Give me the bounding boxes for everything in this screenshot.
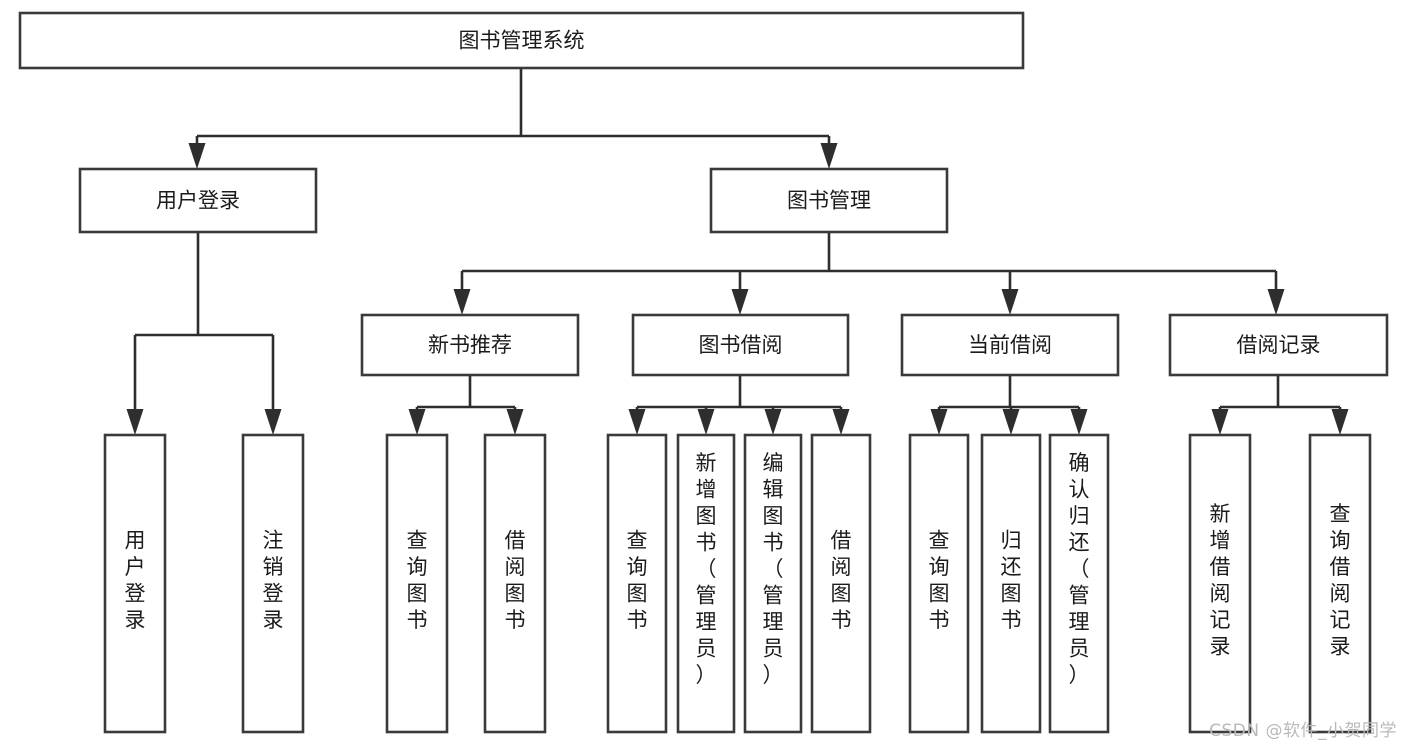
- node-label-leaf_8: 查询图书: [929, 528, 950, 632]
- node-box-l1_1[interactable]: [709, 167, 949, 234]
- node-l1_1[interactable]: 图书管理: [709, 167, 949, 234]
- node-box-leaf_11[interactable]: [1188, 433, 1252, 734]
- arrow-head-icon: [1002, 409, 1020, 435]
- node-box-leaf_5[interactable]: [676, 433, 736, 734]
- node-layer: 图书管理系统用户登录图书管理新书推荐图书借阅当前借阅借阅记录用户登录注销登录查询…: [18, 11, 1389, 734]
- arrow-head-icon: [820, 143, 838, 169]
- arrow-head-icon: [930, 409, 948, 435]
- arrow-head-icon: [1001, 289, 1019, 315]
- node-box-leaf_0[interactable]: [103, 433, 167, 734]
- node-label-leaf_2: 查询图书: [407, 528, 428, 632]
- node-label-l2_3: 借阅记录: [1237, 333, 1321, 357]
- node-leaf_0[interactable]: 用户登录: [103, 433, 167, 734]
- node-box-leaf_7[interactable]: [810, 433, 872, 734]
- connector-userlogin-to-leaves: [126, 232, 282, 435]
- connector-borrow-to-leaves: [628, 375, 850, 435]
- node-leaf_2[interactable]: 查询图书: [385, 433, 449, 734]
- connector-record-to-leaves: [1211, 375, 1349, 435]
- node-leaf_3[interactable]: 借阅图书: [483, 433, 547, 734]
- node-box-leaf_10[interactable]: [1048, 433, 1110, 734]
- arrow-head-icon: [1267, 289, 1285, 315]
- node-leaf_7[interactable]: 借阅图书: [810, 433, 872, 734]
- node-leaf_1[interactable]: 注销登录: [241, 433, 305, 734]
- arrow-head-icon: [764, 409, 782, 435]
- node-l2_3[interactable]: 借阅记录: [1168, 313, 1389, 377]
- connector-bookmgmt-to-level2: [453, 232, 1285, 315]
- node-label-l2_0: 新书推荐: [428, 333, 512, 357]
- arrow-head-icon: [731, 289, 749, 315]
- arrow-head-icon: [188, 143, 206, 169]
- node-label-leaf_11: 新增借阅记录: [1210, 502, 1231, 659]
- node-box-l2_0[interactable]: [360, 313, 580, 377]
- node-box-leaf_4[interactable]: [606, 433, 668, 734]
- arrow-head-icon: [1211, 409, 1229, 435]
- node-label-l2_2: 当前借阅: [968, 333, 1052, 357]
- arrow-head-icon: [697, 409, 715, 435]
- node-leaf_6[interactable]: 编辑图书（管理员）: [743, 433, 803, 734]
- node-box-leaf_9[interactable]: [980, 433, 1042, 734]
- node-l1_0[interactable]: 用户登录: [78, 167, 318, 234]
- arrow-head-icon: [126, 409, 144, 435]
- node-label-leaf_1: 注销登录: [263, 528, 284, 632]
- node-leaf_11[interactable]: 新增借阅记录: [1188, 433, 1252, 734]
- node-label-l1_0: 用户登录: [156, 189, 240, 213]
- node-label-leaf_0: 用户登录: [125, 528, 146, 632]
- node-box-l2_2[interactable]: [900, 313, 1120, 377]
- node-label-root: 图书管理系统: [459, 29, 585, 53]
- csdn-watermark: CSDN @软件_小贺同学: [1209, 721, 1397, 741]
- node-l2_1[interactable]: 图书借阅: [631, 313, 850, 377]
- node-box-leaf_1[interactable]: [241, 433, 305, 734]
- connector-current-to-leaves: [930, 375, 1088, 435]
- node-box-root[interactable]: [18, 11, 1025, 70]
- node-leaf_5[interactable]: 新增图书（管理员）: [676, 433, 736, 734]
- node-label-leaf_6: 编辑图书（管理员）: [763, 451, 784, 687]
- node-box-leaf_2[interactable]: [385, 433, 449, 734]
- node-box-leaf_3[interactable]: [483, 433, 547, 734]
- node-leaf_4[interactable]: 查询图书: [606, 433, 668, 734]
- node-box-leaf_12[interactable]: [1308, 433, 1372, 734]
- connector-newbook-to-leaves: [408, 375, 524, 435]
- node-box-leaf_6[interactable]: [743, 433, 803, 734]
- arrow-head-icon: [1331, 409, 1349, 435]
- node-label-leaf_12: 查询借阅记录: [1330, 502, 1351, 659]
- arrow-head-icon: [408, 409, 426, 435]
- node-box-l1_0[interactable]: [78, 167, 318, 234]
- node-box-l2_3[interactable]: [1168, 313, 1389, 377]
- arrow-head-icon: [453, 289, 471, 315]
- connector-root-to-level1: [188, 68, 838, 169]
- node-label-leaf_9: 归还图书: [1001, 528, 1022, 632]
- node-l2_2[interactable]: 当前借阅: [900, 313, 1120, 377]
- arrow-head-icon: [628, 409, 646, 435]
- node-label-l1_1: 图书管理: [787, 189, 871, 213]
- node-leaf_12[interactable]: 查询借阅记录: [1308, 433, 1372, 734]
- node-leaf_8[interactable]: 查询图书: [908, 433, 970, 734]
- node-label-leaf_5: 新增图书（管理员）: [696, 451, 717, 687]
- node-label-leaf_10: 确认归还（管理员）: [1069, 451, 1090, 687]
- node-box-leaf_8[interactable]: [908, 433, 970, 734]
- arrow-head-icon: [832, 409, 850, 435]
- connector-layer: [126, 68, 1349, 435]
- node-root[interactable]: 图书管理系统: [18, 11, 1025, 70]
- node-leaf_10[interactable]: 确认归还（管理员）: [1048, 433, 1110, 734]
- node-label-leaf_4: 查询图书: [627, 528, 648, 632]
- node-label-leaf_3: 借阅图书: [505, 528, 526, 632]
- node-leaf_9[interactable]: 归还图书: [980, 433, 1042, 734]
- arrow-head-icon: [264, 409, 282, 435]
- arrow-head-icon: [1070, 409, 1088, 435]
- node-box-l2_1[interactable]: [631, 313, 850, 377]
- node-l2_0[interactable]: 新书推荐: [360, 313, 580, 377]
- node-label-l2_1: 图书借阅: [699, 333, 783, 357]
- arrow-head-icon: [506, 409, 524, 435]
- node-label-leaf_7: 借阅图书: [831, 528, 852, 632]
